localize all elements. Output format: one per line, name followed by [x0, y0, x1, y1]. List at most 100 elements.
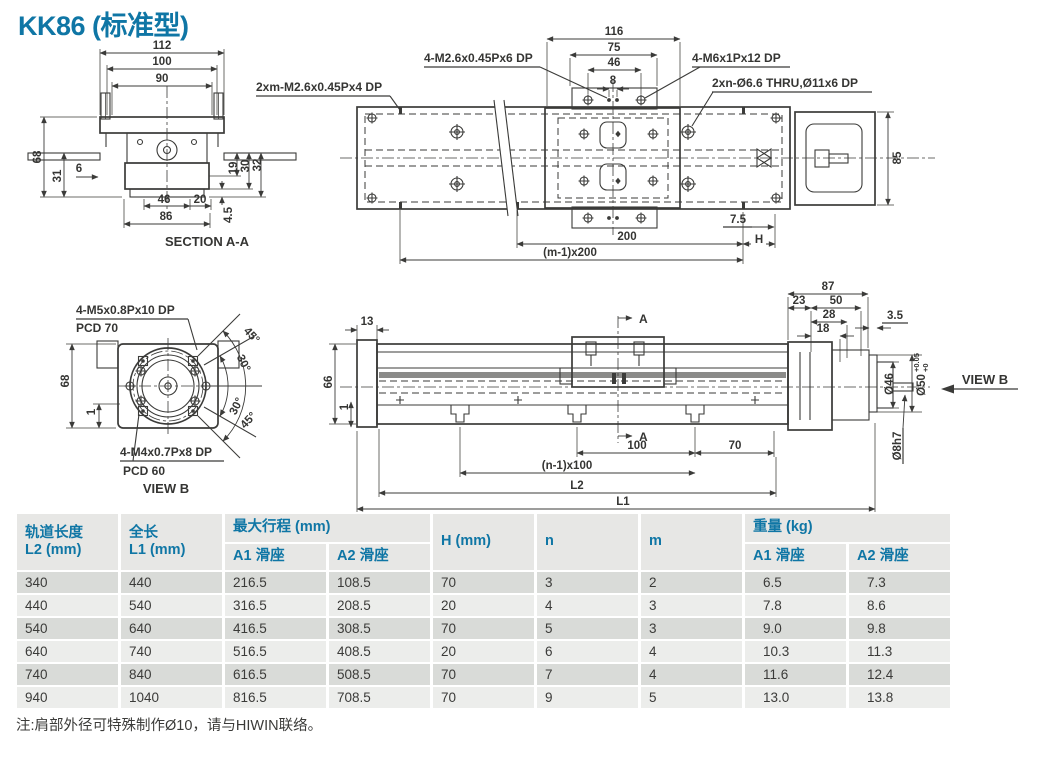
page-title: KK86 (标准型)	[18, 11, 189, 41]
ann-4m4: 4-M4x0.7Px8 DP	[120, 445, 212, 459]
spec-table-header: 轨道长度 L2 (mm) 全长 L1 (mm) 最大行程 (mm) H (mm)…	[17, 514, 950, 570]
dim-30: 30	[240, 160, 252, 173]
table-cell: 540	[17, 618, 118, 639]
table-cell: 840	[121, 664, 222, 685]
dim-116: 116	[605, 26, 624, 38]
table-cell: 1040	[121, 687, 222, 708]
dim-6: 6	[76, 163, 82, 175]
table-cell: 7	[537, 664, 638, 685]
col-header-weight-a2: A2 滑座	[849, 544, 950, 570]
table-cell: 108.5	[329, 572, 430, 593]
top-view-drawing: 85 2xm-M2.6x0.45Px4 DP 4-M2.6x0.45Px6 DP…	[256, 26, 935, 264]
svg-text:+0: +0	[921, 363, 930, 372]
dim-8: 8	[610, 75, 617, 87]
dim-d46-shaft: Ø46	[884, 373, 896, 395]
table-cell: 3	[537, 572, 638, 593]
table-cell: 3	[641, 618, 742, 639]
table-cell: 616.5	[225, 664, 326, 685]
dim-13: 13	[361, 316, 374, 328]
section-aa-label: SECTION A-A	[165, 234, 250, 249]
table-cell: 70	[433, 687, 534, 708]
table-cell: 10.3	[745, 641, 846, 662]
view-b-drawing: 4-M5x0.8Px10 DP PCD 70 45° 30° 30° 45°	[60, 303, 262, 496]
dim-46: 46	[158, 194, 171, 206]
table-cell: 940	[17, 687, 118, 708]
table-cell: 70	[433, 572, 534, 593]
angle-45-bottom: 45°	[238, 410, 259, 431]
dim-1b: 1	[339, 403, 351, 410]
dim-87: 87	[822, 281, 835, 293]
dim-75: 75	[608, 42, 621, 54]
table-cell: 3	[641, 595, 742, 616]
table-cell: 13.8	[849, 687, 950, 708]
table-cell: 540	[121, 595, 222, 616]
spec-table: 轨道长度 L2 (mm) 全长 L1 (mm) 最大行程 (mm) H (mm)…	[14, 512, 953, 710]
table-cell: 5	[537, 618, 638, 639]
dim-20: 20	[194, 194, 207, 206]
col-header-weight: 重量 (kg)	[745, 514, 950, 542]
table-cell: 8.6	[849, 595, 950, 616]
col-header-m: m	[641, 514, 742, 570]
table-cell: 408.5	[329, 641, 430, 662]
dim-31: 31	[52, 169, 64, 182]
footnote: 注:肩部外径可特殊制作Ø10，请与HIWIN联络。	[16, 718, 323, 734]
dim-18: 18	[817, 323, 830, 335]
dim-m1x200: (m-1)x200	[543, 247, 597, 259]
table-cell: 9.8	[849, 618, 950, 639]
dim-86: 86	[160, 211, 173, 223]
angle-30-bottom: 30°	[228, 396, 247, 417]
table-cell: 11.6	[745, 664, 846, 685]
table-cell: 440	[121, 572, 222, 593]
dim-85: 85	[892, 151, 904, 164]
dim-1: 1	[86, 408, 98, 415]
table-cell: 416.5	[225, 618, 326, 639]
dim-100b: 100	[627, 440, 646, 452]
table-cell: 340	[17, 572, 118, 593]
table-cell: 4	[537, 595, 638, 616]
table-cell: 13.0	[745, 687, 846, 708]
col-header-stroke-a2: A2 滑座	[329, 544, 430, 570]
section-mark-a-top: A	[639, 312, 648, 326]
dim-68: 68	[32, 150, 44, 163]
dim-46b: 46	[608, 57, 621, 69]
technical-drawings: 112 100 90 68 31 6 46 20 86 4.5	[27, 26, 1018, 512]
col-header-total-length: 全长 L1 (mm)	[121, 514, 222, 570]
col-header-stroke-a1: A1 滑座	[225, 544, 326, 570]
angle-30-top: 30°	[234, 353, 253, 374]
ann-2xn: 2xn-Ø6.6 THRU,Ø11x6 DP	[712, 76, 858, 90]
ann-4m6: 4-M6x1Px12 DP	[692, 51, 781, 65]
table-cell: 316.5	[225, 595, 326, 616]
table-cell: 11.3	[849, 641, 950, 662]
svg-text:Ø50: Ø50	[916, 374, 928, 396]
svg-text:+0.05: +0.05	[912, 353, 921, 372]
col-header-max-stroke: 最大行程 (mm)	[225, 514, 430, 542]
dim-66: 66	[323, 376, 335, 389]
side-view-drawing: A A 13 66 1 87 23 50	[323, 281, 1018, 512]
table-cell: 6.5	[745, 572, 846, 593]
table-cell: 5	[641, 687, 742, 708]
section-aa-drawing: 112 100 90 68 31 6 46 20 86 4.5	[27, 40, 297, 249]
table-cell: 708.5	[329, 687, 430, 708]
dim-L2: L2	[570, 480, 583, 492]
dim-50: 50	[830, 295, 843, 307]
col-header-weight-a1: A1 滑座	[745, 544, 846, 570]
dim-28: 28	[823, 309, 836, 321]
view-b-label: VIEW B	[143, 481, 189, 496]
col-header-track-length: 轨道长度 L2 (mm)	[17, 514, 118, 570]
col-header-total-line2: L1 (mm)	[129, 542, 186, 558]
dim-90: 90	[156, 73, 169, 85]
ann-4m5: 4-M5x0.8Px10 DP	[76, 303, 175, 317]
ann-4m26: 4-M2.6x0.45Px6 DP	[424, 51, 533, 65]
col-header-track-line1: 轨道长度	[25, 524, 83, 541]
dim-19: 19	[228, 162, 240, 175]
dim-n1x100: (n-1)x100	[542, 460, 593, 472]
table-cell: 9.0	[745, 618, 846, 639]
table-cell: 2	[641, 572, 742, 593]
dim-d50-tol: Ø50 +0.05 +0	[912, 353, 930, 396]
table-cell: 70	[433, 618, 534, 639]
